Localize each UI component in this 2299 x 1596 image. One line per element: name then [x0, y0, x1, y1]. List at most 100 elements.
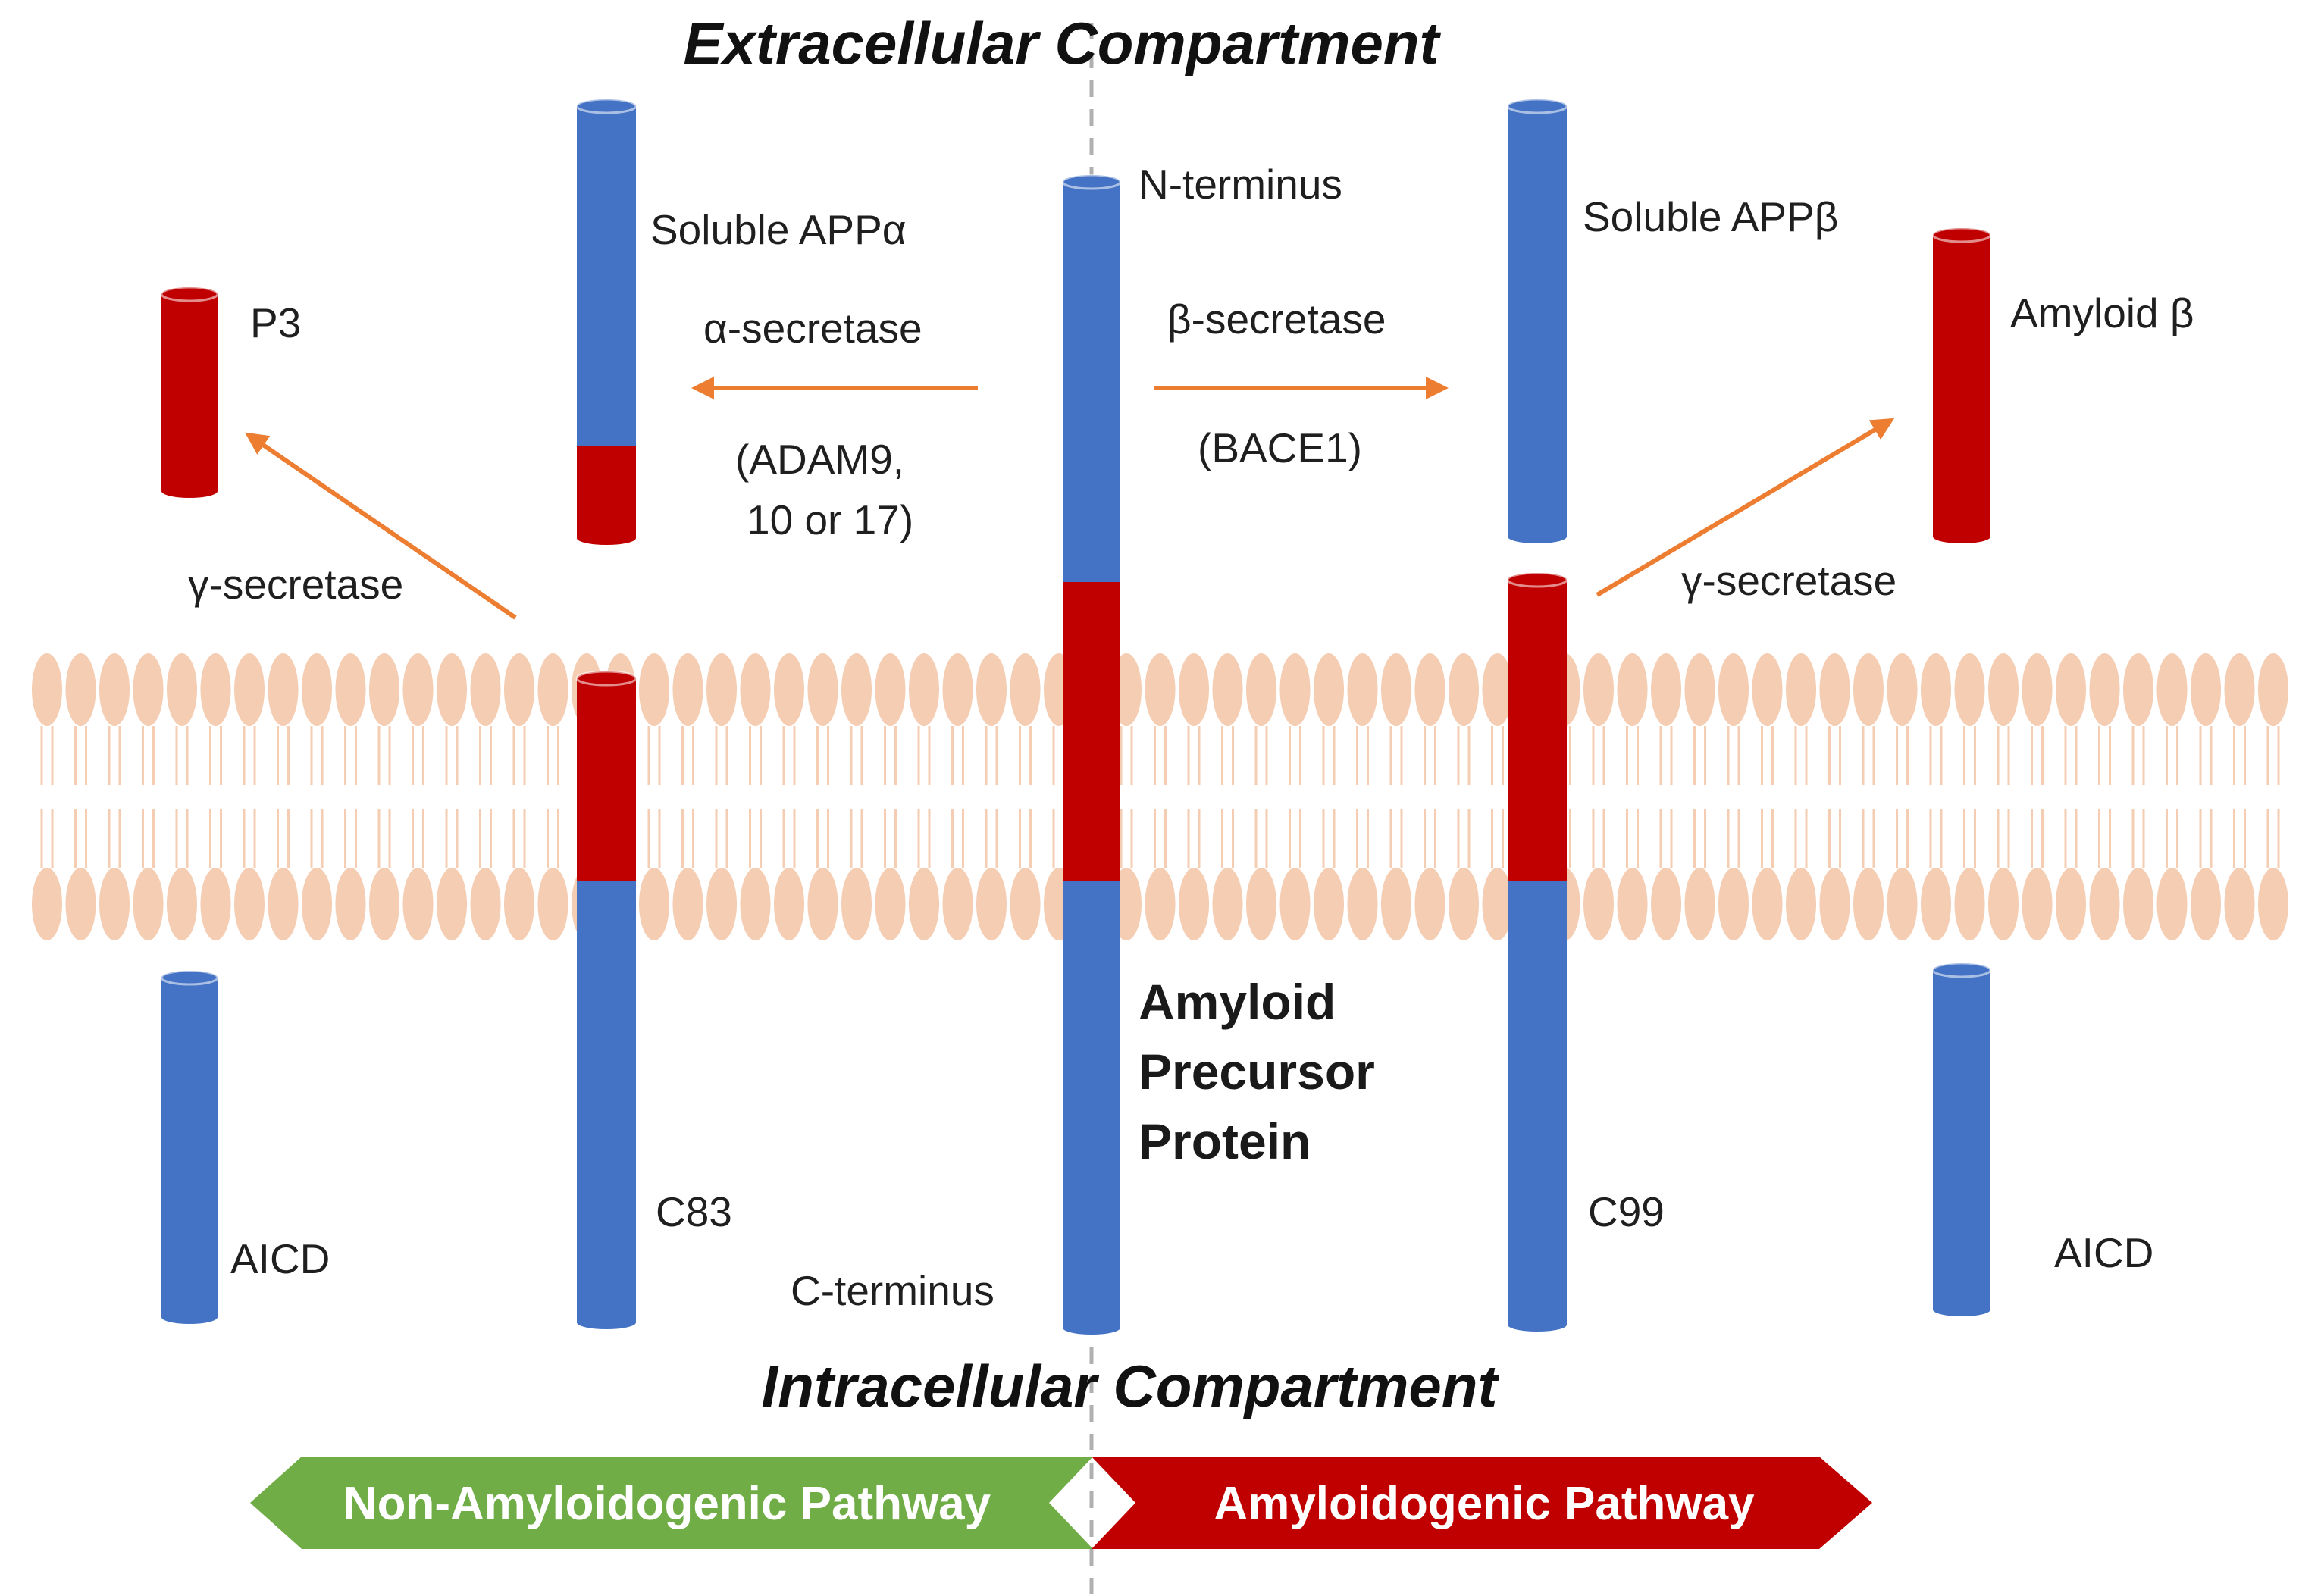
- lipid-head: [1212, 868, 1243, 940]
- cylinder-bottom: [1063, 1321, 1120, 1335]
- soluble-app-beta-cylinder: [1506, 98, 1568, 543]
- cylinder-top: [1506, 98, 1568, 114]
- aicd-right-label: AICD: [2054, 1229, 2153, 1276]
- lipid-head: [437, 868, 467, 940]
- lipid-head: [672, 868, 703, 940]
- cylinder-segment: [1508, 580, 1567, 881]
- amyloidogenic-pathway-label: Amyloidogenic Pathway: [1214, 1478, 1755, 1530]
- cylinder-bottom: [1508, 1318, 1567, 1332]
- lipid-head: [369, 868, 399, 940]
- c83-cylinder: [575, 670, 637, 1329]
- non-amyloidogenic-pathway-arrow: [250, 1457, 1093, 1549]
- lipid-head: [1718, 868, 1749, 940]
- aicd-right-cylinder: [1931, 962, 1992, 1316]
- lipid-head: [167, 653, 197, 726]
- cell-membrane: [32, 653, 2288, 940]
- lipid-head: [2258, 868, 2288, 940]
- lipid-head: [1921, 868, 1951, 940]
- lipid-head: [639, 653, 669, 726]
- cylinder-segment: [1063, 582, 1120, 881]
- amyloid-beta-label: Amyloid β: [2010, 289, 2194, 336]
- lipid-head: [1853, 868, 1884, 940]
- app-label-line-1: Amyloid: [1139, 974, 1336, 1030]
- cylinder-bottom: [1933, 1303, 1990, 1316]
- lipid-head: [234, 868, 265, 940]
- lipid-head: [1179, 868, 1209, 940]
- lipid-head: [537, 868, 568, 940]
- lipid-head: [1381, 868, 1411, 940]
- cylinder-segment: [577, 678, 636, 881]
- lipid-head: [1414, 653, 1445, 726]
- lipid-head: [537, 653, 568, 726]
- lipid-head: [437, 653, 467, 726]
- lipid-head: [841, 868, 872, 940]
- lipid-head: [942, 868, 973, 940]
- lipid-head: [470, 653, 501, 726]
- lipid-head: [2156, 868, 2188, 940]
- lipid-head: [470, 868, 501, 940]
- cylinder-segment: [1508, 881, 1567, 1325]
- lipid-head: [875, 653, 906, 726]
- lipid-head: [1482, 868, 1513, 940]
- lipid-head: [268, 868, 299, 940]
- lipid-head: [2022, 868, 2053, 940]
- lipid-head: [774, 653, 804, 726]
- lipid-head: [32, 868, 62, 940]
- cylinder-segment: [577, 446, 636, 538]
- lipid-head: [909, 653, 939, 726]
- lipid-head: [807, 868, 838, 940]
- n-terminus-label: N-terminus: [1139, 161, 1342, 208]
- lipid-head: [200, 868, 231, 940]
- lipid-head: [1314, 868, 1344, 940]
- gamma-secretase-left-label: γ-secretase: [188, 561, 403, 608]
- lipid-head: [1954, 868, 1985, 940]
- lipid-head: [200, 653, 231, 726]
- lipid-head: [65, 653, 96, 726]
- app-label-line-3: Protein: [1139, 1113, 1311, 1169]
- lipid-head: [740, 868, 771, 940]
- lipid-head: [2191, 653, 2221, 726]
- cylinder-top: [1506, 571, 1568, 588]
- lipid-head: [976, 653, 1007, 726]
- lipid-head: [1010, 653, 1041, 726]
- lipid-head: [1583, 653, 1614, 726]
- lipid-head: [1449, 653, 1479, 726]
- c-terminus-label: C-terminus: [791, 1267, 994, 1314]
- lipid-head: [268, 653, 299, 726]
- soluble-app-alpha-label: Soluble APPα: [650, 206, 907, 253]
- c83-label: C83: [656, 1188, 732, 1235]
- lipid-head: [2056, 653, 2086, 726]
- lipid-head: [302, 653, 332, 726]
- lipid-head: [1314, 653, 1344, 726]
- cylinder-bottom: [1933, 530, 1990, 543]
- lipid-head: [1212, 653, 1243, 726]
- lipid-head: [706, 653, 737, 726]
- soluble-app-beta-label: Soluble APPβ: [1583, 193, 1838, 240]
- lipid-head: [1718, 653, 1749, 726]
- lipid-head: [976, 868, 1007, 940]
- lipid-head: [234, 653, 265, 726]
- intracellular-title: Intracellular Compartment: [762, 1353, 1500, 1419]
- cylinder-top: [1931, 227, 1992, 243]
- lipid-head: [402, 653, 434, 726]
- lipid-head: [133, 653, 164, 726]
- lipid-head: [65, 868, 96, 940]
- lipid-head: [504, 653, 534, 726]
- aicd-left-cylinder: [160, 969, 219, 1324]
- lipid-head: [1617, 868, 1648, 940]
- lipid-head: [1347, 868, 1378, 940]
- c99-label: C99: [1588, 1188, 1665, 1235]
- non-amyloidogenic-pathway-label: Non-Amyloidogenic Pathway: [343, 1478, 991, 1530]
- lipid-head: [909, 868, 939, 940]
- lipid-head: [2089, 653, 2120, 726]
- lipid-head: [1954, 653, 1985, 726]
- lipid-head: [740, 653, 771, 726]
- cylinder-bottom: [161, 1310, 218, 1324]
- lipid-head: [1684, 868, 1715, 940]
- lipid-head: [99, 868, 130, 940]
- lipid-head: [1786, 653, 1816, 726]
- aicd-left-label: AICD: [230, 1235, 330, 1282]
- cylinder-bottom: [1508, 530, 1567, 543]
- gamma-secretase-right-label: γ-secretase: [1681, 557, 1897, 604]
